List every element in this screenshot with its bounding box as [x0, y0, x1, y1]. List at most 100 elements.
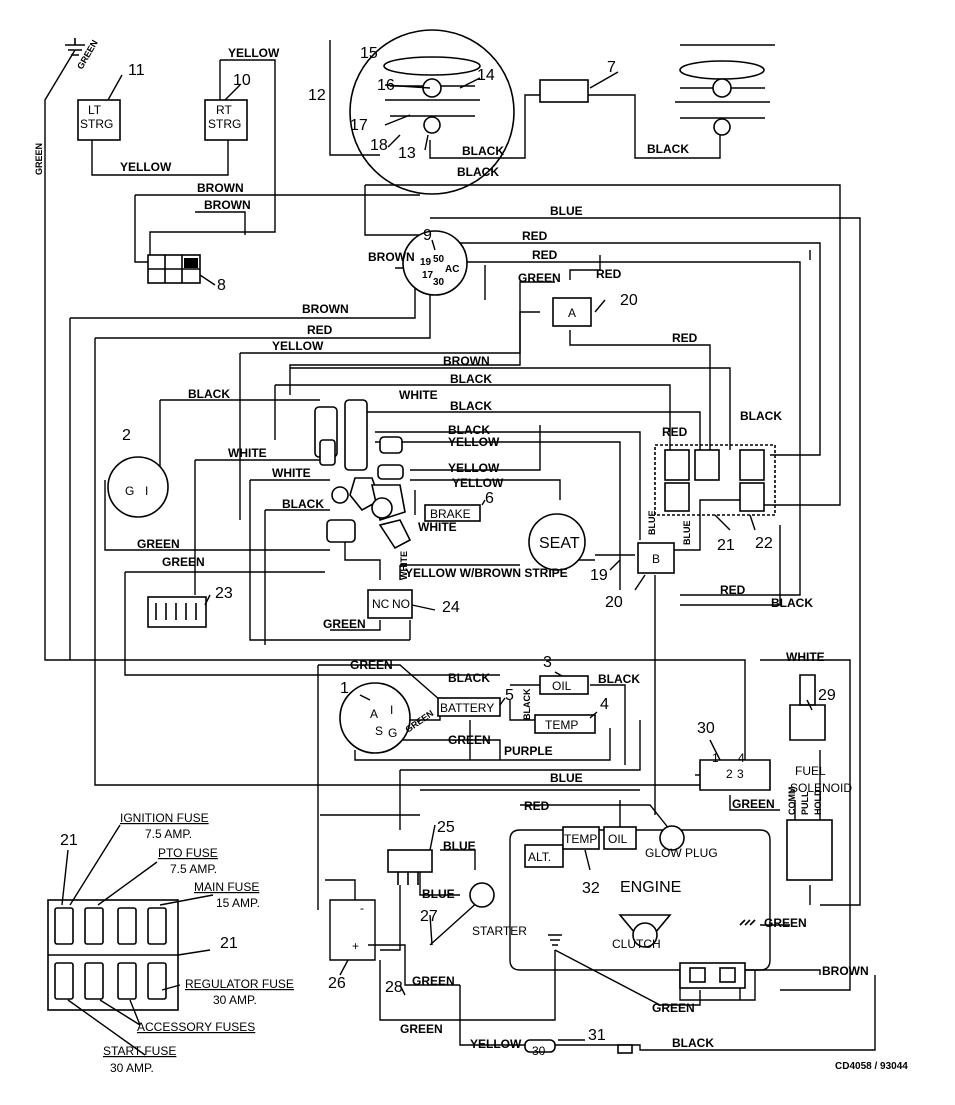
label-ign-30: 30	[433, 277, 445, 288]
num-19: 19	[590, 567, 608, 584]
wire-black-13: BLACK	[672, 1036, 714, 1050]
relay-b	[637, 542, 675, 574]
label-engine-oil: OIL	[608, 832, 628, 846]
relay-a	[552, 297, 592, 327]
wire-green-6: GREEN	[732, 797, 775, 811]
wire-black-9: BLACK	[740, 409, 782, 423]
wire-green-8: GREEN	[412, 974, 455, 988]
label-comm: COMM	[787, 787, 797, 816]
alternator	[524, 844, 564, 868]
wire-black-5: BLACK	[188, 387, 230, 401]
wire-brown-4: BROWN	[443, 354, 490, 368]
oil-sender-3	[539, 675, 589, 695]
label-fuel-1: FUEL	[795, 764, 826, 778]
label-engine-temp: TEMP	[564, 832, 597, 846]
num-20a: 20	[620, 292, 638, 309]
starter-motor	[469, 882, 495, 908]
wire-yellow-5: YELLOW	[448, 461, 500, 475]
label-minus: -	[360, 901, 364, 915]
wire-red-4: RED	[672, 331, 698, 345]
label-fuel-2: SOLENOID	[790, 781, 852, 795]
num-26: 26	[328, 975, 346, 992]
wire-black-light2: BLACK	[457, 165, 499, 179]
label-hourmeter-g: G	[125, 484, 134, 498]
lt-strg-switch	[77, 99, 121, 141]
num-21c: 21	[220, 935, 238, 952]
num-14: 14	[477, 67, 495, 84]
wire-white-2: WHITE	[228, 446, 267, 460]
legend-regulator-1: REGULATOR FUSE	[185, 977, 294, 991]
wire-black-10: BLACK	[771, 596, 813, 610]
legend-ignition-2: 7.5 AMP.	[145, 827, 192, 841]
label-rt-strg-1: RT	[216, 103, 232, 117]
label-glow-plug: GLOW PLUG	[645, 846, 718, 860]
label-ign-ac: AC	[445, 264, 459, 275]
num-21a: 21	[717, 537, 735, 554]
label-pull: PULL	[800, 791, 810, 815]
label-temp-sender: TEMP	[545, 718, 578, 732]
num-23: 23	[215, 585, 233, 602]
wire-yellow-6: YELLOW	[452, 476, 504, 490]
label-key-g: G	[388, 726, 397, 740]
num-24: 24	[442, 599, 460, 616]
legend-regulator-2: 30 AMP.	[213, 993, 257, 1007]
ground-symbol	[65, 38, 85, 56]
headlight-assembly-circle	[349, 29, 515, 195]
label-clutch: CLUTCH	[612, 937, 661, 951]
label-engine: ENGINE	[620, 879, 681, 896]
wire-white-5: WHITE	[786, 650, 825, 664]
label-ign-50: 50	[433, 254, 445, 265]
wire-green-5: GREEN	[448, 733, 491, 747]
component-numbers: 1 2 3 4 5 6 7 8 9 10 11 12 13 14 15 16 1…	[60, 45, 836, 1044]
wire-white-1: WHITE	[399, 388, 438, 402]
num-8: 8	[217, 277, 226, 294]
wire-yellow-7: YELLOW	[470, 1037, 522, 1051]
component-shapes	[47, 29, 833, 1056]
num-2: 2	[122, 427, 131, 444]
wire-brown-3: BROWN	[302, 302, 349, 316]
nc-no-switch	[367, 589, 413, 619]
label-relay-b: B	[652, 552, 660, 566]
num-28: 28	[385, 979, 403, 996]
num-27: 27	[420, 908, 438, 925]
engine-temp	[562, 826, 600, 850]
legend-start-1: START FUSE	[103, 1044, 176, 1058]
num-1: 1	[340, 680, 349, 697]
wire-blue-vert2: BLUE	[682, 521, 692, 546]
label-relay-a: A	[568, 306, 576, 320]
label-key-s: S	[375, 724, 383, 738]
wire-black-vert: BLACK	[522, 688, 532, 720]
fuse-holder-25	[387, 849, 433, 873]
legend-pto-2: 7.5 AMP.	[170, 862, 217, 876]
label-sol-4: 4	[738, 751, 745, 765]
num-31: 31	[588, 1027, 606, 1044]
label-nc: NC	[372, 597, 390, 611]
legend-start-2: 30 AMP.	[110, 1061, 154, 1075]
wire-brown-1: BROWN	[197, 181, 244, 195]
label-alt: ALT.	[528, 850, 551, 864]
wire-green-7: GREEN	[764, 916, 807, 930]
label-sol-3: 3	[737, 767, 744, 781]
num-20b: 20	[605, 594, 623, 611]
wire-blue-vert1: BLUE	[647, 511, 657, 536]
wire-black-8: BLACK	[282, 497, 324, 511]
wire-black-6: BLACK	[450, 399, 492, 413]
rt-strg-switch	[204, 99, 248, 141]
label-key-i: I	[390, 703, 393, 717]
connector-7	[539, 79, 589, 103]
num-5: 5	[505, 687, 514, 704]
num-11: 11	[128, 62, 145, 79]
wire-yellow-brown: YELLOW W/BROWN STRIPE	[405, 566, 568, 580]
num-29: 29	[818, 687, 836, 704]
label-hourmeter-i: I	[145, 484, 148, 498]
num-22: 22	[755, 535, 773, 552]
wire-blue-3: BLUE	[443, 839, 476, 853]
wire-blue-4: BLUE	[422, 887, 455, 901]
num-18: 18	[370, 137, 388, 154]
legend-main-1: MAIN FUSE	[194, 880, 259, 894]
legend-pto-1: PTO FUSE	[158, 846, 218, 860]
label-key-a: A	[370, 707, 378, 721]
num-15: 15	[360, 45, 378, 62]
wire-red-3: RED	[307, 323, 333, 337]
wire-green-10: GREEN	[400, 1022, 443, 1036]
